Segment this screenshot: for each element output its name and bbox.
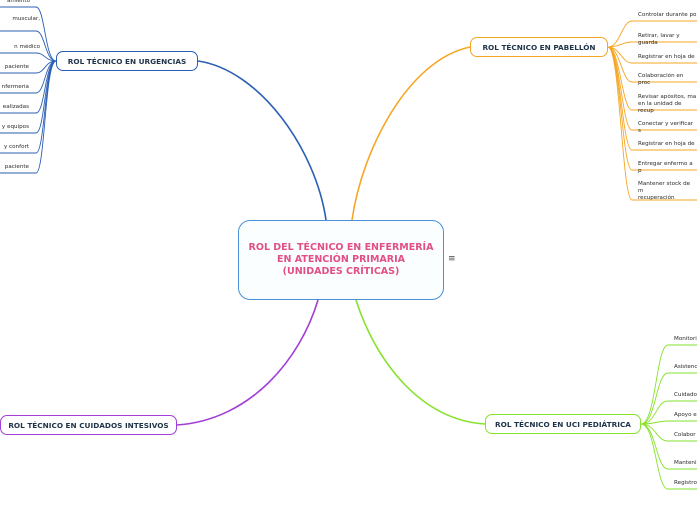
branch-uci-pediatrica[interactable]: ROL TÉCNICO EN UCI PEDIÁTRICA xyxy=(485,414,641,434)
uci-item[interactable]: Monitori xyxy=(674,336,697,342)
leaf-connectors xyxy=(0,6,697,490)
urgencias-item[interactable]: y confort xyxy=(3,144,29,150)
uci-item[interactable]: Registro xyxy=(674,480,697,486)
urgencias-leaf-connector xyxy=(35,60,57,174)
uci-leaf-connector xyxy=(640,372,669,425)
uci-item[interactable]: Colabor xyxy=(674,432,696,438)
connector-cuidados-intensivos xyxy=(176,299,319,426)
urgencias-item[interactable]: amiento xyxy=(6,0,30,4)
urgencias-item[interactable]: paciente xyxy=(4,164,29,170)
branch-cuidados-intensivos[interactable]: ROL TÉCNICO EN CUIDADOS INTESIVOS xyxy=(0,415,177,435)
uci-item[interactable]: Cuidado xyxy=(674,392,697,398)
connector-pabellon xyxy=(351,46,471,221)
urgencias-item[interactable]: muscular, xyxy=(12,16,40,22)
pabellon-leaf-connector xyxy=(607,46,633,171)
uci-leaf-connector xyxy=(640,423,669,490)
urgencias-item[interactable]: n médico xyxy=(14,44,40,50)
branch-pabellon-label: ROL TÉCNICO EN PABELLÓN xyxy=(482,42,596,52)
uci-item[interactable]: Manteni xyxy=(674,460,697,466)
pabellon-item[interactable]: Conectar y verificar s xyxy=(638,121,694,134)
uci-leaf-connector xyxy=(640,344,669,425)
urgencias-item[interactable]: nfermería xyxy=(1,84,29,90)
branch-pabellon[interactable]: ROL TÉCNICO EN PABELLÓN xyxy=(470,37,608,57)
urgencias-leaf-connector xyxy=(35,30,57,62)
menu-icon[interactable]: ≡ xyxy=(448,254,456,264)
connector-uci-pediatrica xyxy=(355,299,486,425)
pabellon-item[interactable]: Mantener stock de m recuperación xyxy=(638,181,691,201)
central-topic-title: ROL DEL TÉCNICO EN ENFERMERÍA EN ATENCIÓ… xyxy=(248,242,434,277)
urgencias-leaf-connector xyxy=(35,6,57,62)
branch-urgencias-label: ROL TÉCNICO EN URGENCIAS xyxy=(67,56,187,66)
pabellon-item[interactable]: Retirar, lavar y guarda xyxy=(638,33,680,46)
branch-cuidados-intensivos-label: ROL TÉCNICO EN CUIDADOS INTESIVOS xyxy=(8,420,169,430)
pabellon-item[interactable]: Registrar en hoja de xyxy=(638,141,695,147)
pabellon-item[interactable]: Revisar apósitos, ma en la unidad de rec… xyxy=(638,94,697,114)
pabellon-item[interactable]: Colaboración en proc xyxy=(638,73,684,86)
pabellon-leaf-connector xyxy=(607,20,633,48)
branch-uci-pediatrica-label: ROL TÉCNICO EN UCI PEDIÁTRICA xyxy=(495,419,631,429)
pabellon-item[interactable]: Entregar enfermo a p xyxy=(638,161,693,174)
uci-item[interactable]: Asistenc xyxy=(674,364,697,370)
branch-urgencias[interactable]: ROL TÉCNICO EN URGENCIAS xyxy=(56,51,198,71)
pabellon-item[interactable]: Controlar durante po xyxy=(638,12,697,18)
central-topic[interactable]: ROL DEL TÉCNICO EN ENFERMERÍA EN ATENCIÓ… xyxy=(238,220,444,300)
urgencias-item[interactable]: y equipos xyxy=(1,124,29,130)
pabellon-leaf-connector xyxy=(607,46,633,201)
uci-leaf-connector xyxy=(640,423,669,442)
branch-connectors xyxy=(176,46,486,426)
urgencias-item[interactable]: ealizadas xyxy=(2,104,29,110)
pabellon-item[interactable]: Registrar en hoja de xyxy=(638,54,695,60)
connector-urgencias xyxy=(197,60,327,221)
uci-item[interactable]: Apoyo e xyxy=(674,412,697,418)
uci-leaf-connector xyxy=(640,400,669,425)
urgencias-item[interactable]: paciente xyxy=(4,64,29,70)
